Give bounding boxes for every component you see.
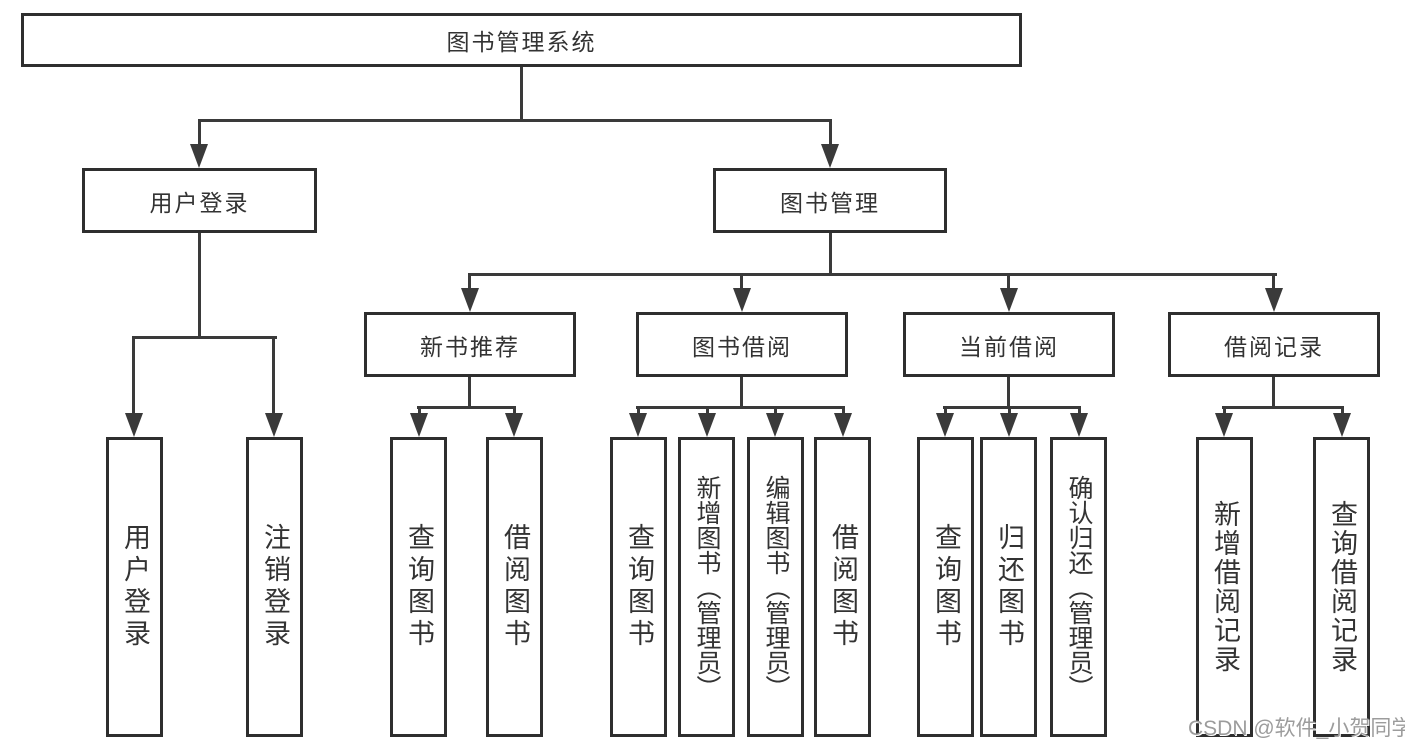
arrow-down-icon (698, 413, 716, 437)
node-label: 新书推荐 (420, 333, 520, 360)
connector-line (1223, 406, 1226, 418)
node-label: 图书管理 (780, 189, 880, 216)
node-user-login: 用户登录 (82, 168, 317, 233)
connector-line (468, 273, 1277, 276)
leaf-label: 查询借阅记录 (1327, 500, 1357, 674)
leaf-recommend-borrow-books: 借阅图书 (486, 437, 543, 737)
connector-line (829, 119, 832, 151)
leaf-query-borrow-record: 查询借阅记录 (1313, 437, 1370, 737)
connector-line (774, 406, 777, 418)
connector-line (1272, 273, 1275, 295)
arrow-down-icon (505, 413, 523, 437)
leaf-borrow-query-books: 查询图书 (610, 437, 667, 737)
leaf-label: 借阅图书 (500, 523, 530, 651)
arrow-down-icon (1265, 288, 1283, 312)
connector-line (417, 406, 516, 409)
leaf-current-query-books: 查询图书 (917, 437, 974, 737)
arrow-down-icon (629, 413, 647, 437)
arrow-down-icon (1000, 288, 1018, 312)
connector-line (1078, 406, 1081, 418)
arrow-down-icon (461, 288, 479, 312)
leaf-label: 新增借阅记录 (1210, 500, 1240, 674)
connector-line (132, 336, 135, 420)
leaf-label: 用户登录 (120, 523, 150, 651)
node-book-management: 图书管理 (713, 168, 947, 233)
connector-line (740, 273, 743, 295)
node-root-label: 图书管理系统 (446, 29, 597, 55)
connector-line (520, 66, 523, 121)
arrow-down-icon (190, 144, 208, 168)
connector-line (198, 233, 201, 338)
connector-line (829, 233, 832, 276)
leaf-label: 编辑图书（管理员） (762, 474, 790, 700)
leaf-logout: 注销登录 (246, 437, 303, 737)
arrow-down-icon (936, 413, 954, 437)
connector-line (1008, 406, 1011, 418)
connector-line (418, 406, 421, 418)
node-label: 借阅记录 (1224, 333, 1324, 360)
leaf-label: 注销登录 (260, 523, 290, 651)
node-book-borrow: 图书借阅 (636, 312, 848, 377)
connector-line (132, 336, 277, 339)
node-current-borrow: 当前借阅 (903, 312, 1115, 377)
connector-line (1341, 406, 1344, 418)
leaf-label: 查询图书 (404, 523, 434, 651)
connector-line (1272, 377, 1275, 409)
csdn-watermark: CSDN @软件_小贺同学 (1188, 717, 1405, 740)
connector-line (1222, 406, 1344, 409)
arrow-down-icon (265, 413, 283, 437)
connector-line (842, 406, 845, 418)
connector-line (272, 336, 275, 420)
node-root: 图书管理系统 (21, 13, 1022, 67)
node-label: 当前借阅 (959, 333, 1059, 360)
arrow-down-icon (1000, 413, 1018, 437)
node-label: 图书借阅 (692, 333, 792, 360)
connector-line (740, 377, 743, 409)
connector-line (636, 406, 845, 409)
arrow-down-icon (1070, 413, 1088, 437)
leaf-confirm-return-admin: 确认归还（管理员） (1050, 437, 1107, 737)
node-new-book-recommend: 新书推荐 (364, 312, 576, 377)
arrow-down-icon (834, 413, 852, 437)
connector-line (513, 406, 516, 418)
leaf-add-borrow-record: 新增借阅记录 (1196, 437, 1253, 737)
leaf-label: 查询图书 (931, 523, 961, 651)
arrow-down-icon (410, 413, 428, 437)
arrow-down-icon (1215, 413, 1233, 437)
leaf-edit-book-admin: 编辑图书（管理员） (747, 437, 804, 737)
leaf-add-book-admin: 新增图书（管理员） (678, 437, 735, 737)
node-borrow-records: 借阅记录 (1168, 312, 1380, 377)
connector-line (637, 406, 640, 418)
connector-line (944, 406, 947, 418)
leaf-user-login: 用户登录 (106, 437, 163, 737)
connector-line (706, 406, 709, 418)
arrow-down-icon (821, 144, 839, 168)
arrow-down-icon (125, 413, 143, 437)
leaf-borrow-books: 借阅图书 (814, 437, 871, 737)
leaf-label: 确认归还（管理员） (1065, 474, 1093, 700)
arrow-down-icon (1333, 413, 1351, 437)
connector-line (943, 406, 1081, 409)
connector-line (468, 273, 471, 295)
connector-line (468, 377, 471, 409)
connector-line (198, 119, 201, 151)
leaf-label: 新增图书（管理员） (693, 474, 721, 700)
connector-line (198, 119, 832, 122)
connector-line (1007, 273, 1010, 295)
connector-line (1007, 377, 1010, 409)
leaf-label: 归还图书 (994, 523, 1024, 651)
leaf-label: 查询图书 (624, 523, 654, 651)
leaf-return-book: 归还图书 (980, 437, 1037, 737)
node-label: 用户登录 (149, 189, 250, 216)
leaf-recommend-query-books: 查询图书 (390, 437, 447, 737)
arrow-down-icon (733, 288, 751, 312)
arrow-down-icon (766, 413, 784, 437)
leaf-label: 借阅图书 (828, 523, 858, 651)
